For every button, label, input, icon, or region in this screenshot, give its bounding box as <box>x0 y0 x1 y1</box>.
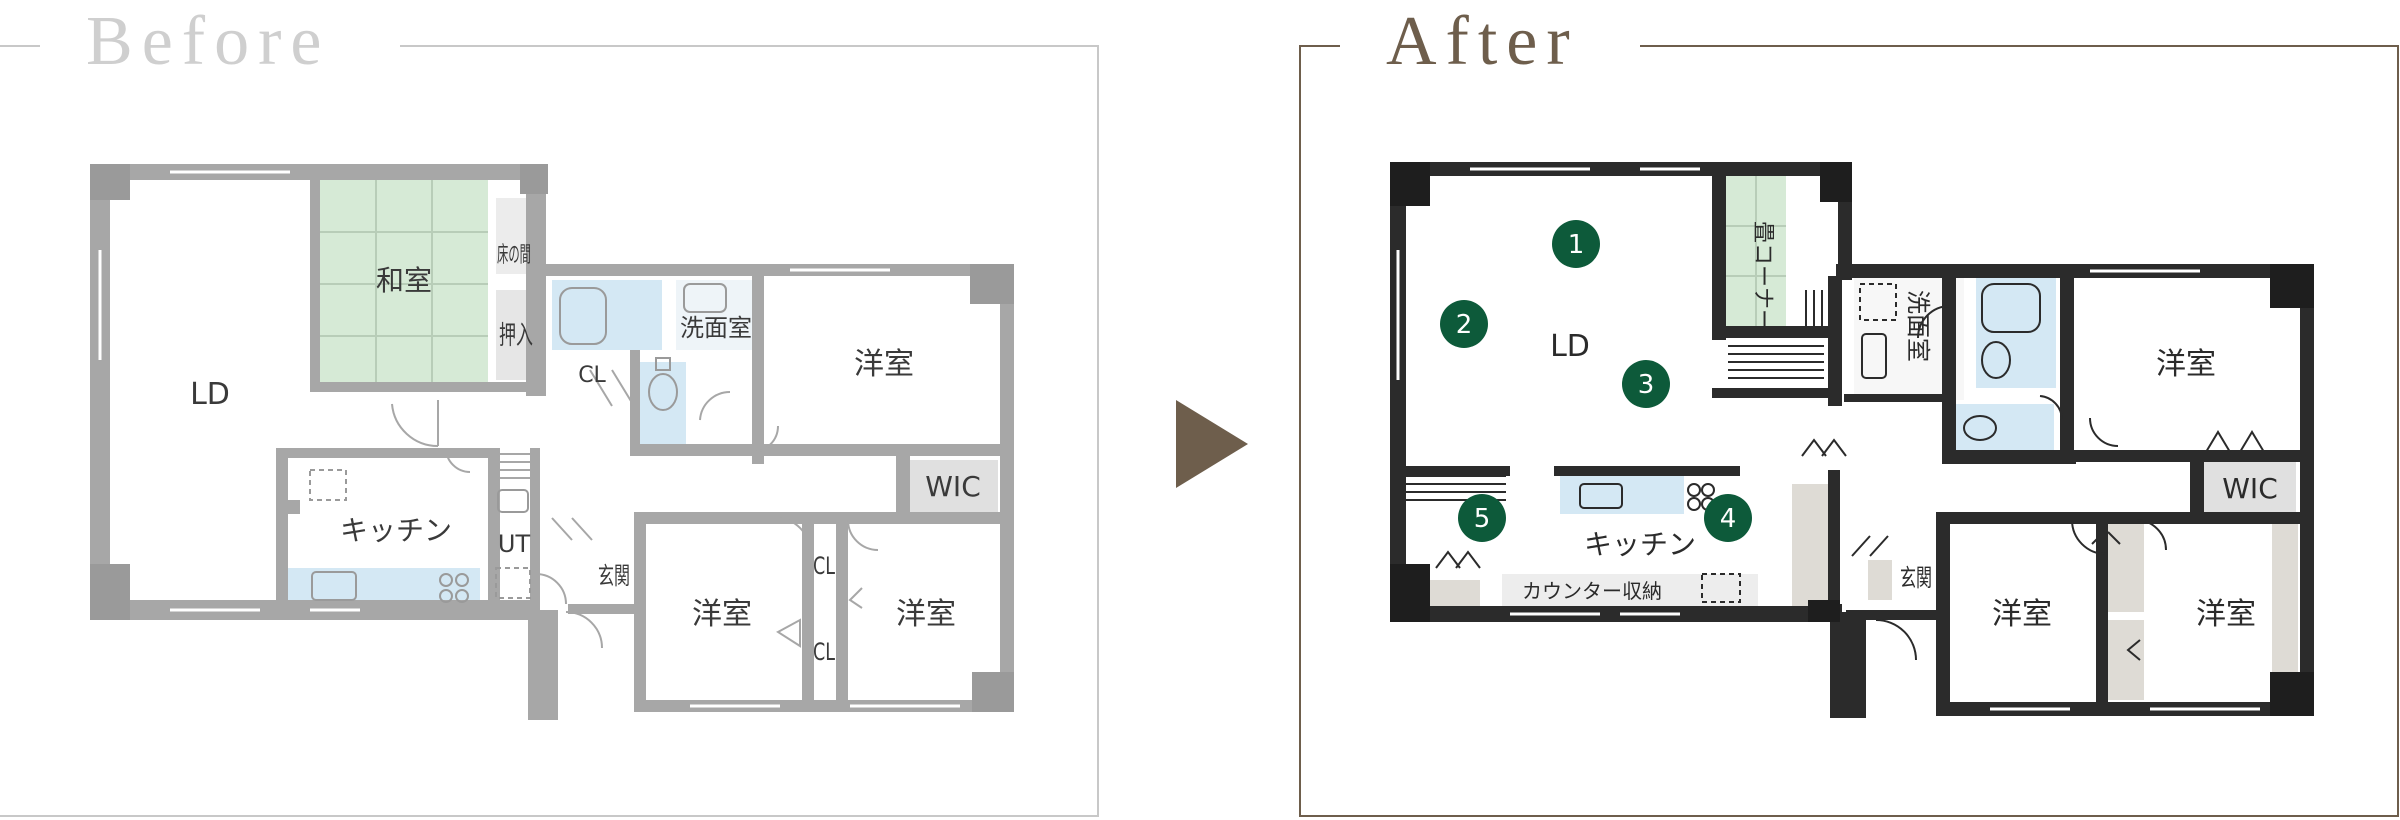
before-label-closet-a: CL <box>813 552 835 580</box>
after-walls <box>1390 162 2314 718</box>
after-label-tatami: 畳コーナー <box>1750 221 1775 331</box>
before-label-kitchen: キッチン <box>340 514 452 547</box>
after-label-senmen: 洗面室 <box>1904 290 1932 362</box>
before-title: Before <box>86 3 330 80</box>
marker-5: 5 <box>1458 494 1506 542</box>
before-label-washitsu: 和室 <box>376 264 432 297</box>
after-label-counter: カウンター収納 <box>1522 579 1662 603</box>
after-markers: 1 2 3 4 5 <box>1440 220 1752 542</box>
after-doors <box>1851 305 2167 661</box>
before-frame <box>0 45 1099 817</box>
before-label-ld: LD <box>190 377 230 412</box>
before-windows <box>98 170 960 708</box>
after-title: After <box>1386 3 1579 80</box>
after-panel: After <box>1299 3 2399 817</box>
marker-1: 1 <box>1552 220 1600 268</box>
before-doors <box>391 369 879 649</box>
before-label-senmen: 洗面室 <box>680 314 752 342</box>
before-label-oshiire: 押入 <box>499 321 533 351</box>
after-label-genkan: 玄関 <box>1900 564 1932 592</box>
before-wic-floor <box>908 460 998 512</box>
after-wic-floor <box>2204 462 2296 514</box>
after-labels: LD 畳コーナー 洗面室 洋室 WIC キッチン カウンター収納 玄関 洋室 洋… <box>1522 221 2278 632</box>
before-walls <box>90 164 1014 720</box>
after-toilet <box>1954 404 2054 452</box>
after-frame <box>1299 45 2399 817</box>
svg-text:4: 4 <box>1720 504 1737 534</box>
before-tatami-grid <box>320 180 488 390</box>
before-label-yoshitsu-mid: 洋室 <box>692 597 752 632</box>
svg-text:2: 2 <box>1456 310 1473 340</box>
before-label-closet-top: CL <box>578 363 606 388</box>
after-label-yoshitsu-ne: 洋室 <box>2156 347 2216 382</box>
before-labels: LD 和室 床の間 押入 CL 洗面室 洋室 WIC キッチン UT 玄関 洋室… <box>190 243 981 666</box>
before-label-wic: WIC <box>925 470 981 503</box>
before-label-ut: UT <box>498 530 531 558</box>
svg-text:3: 3 <box>1638 370 1655 400</box>
before-label-genkan: 玄関 <box>598 562 630 590</box>
before-senmen-floor <box>676 280 758 350</box>
after-label-kitchen: キッチン <box>1584 528 1696 561</box>
after-tatami-grid <box>1726 176 1786 326</box>
marker-3: 3 <box>1622 360 1670 408</box>
after-label-yoshitsu-se: 洋室 <box>2196 597 2256 632</box>
after-stairs <box>1406 290 1824 501</box>
before-columns <box>90 164 1014 712</box>
marker-2: 2 <box>1440 300 1488 348</box>
before-toilet <box>640 362 686 450</box>
after-windows <box>1396 167 2260 711</box>
after-label-ld: LD <box>1550 329 1590 364</box>
svg-text:1: 1 <box>1568 230 1585 260</box>
after-label-yoshitsu-sw: 洋室 <box>1992 597 2052 632</box>
svg-text:5: 5 <box>1474 504 1491 534</box>
after-columns <box>1390 162 2314 716</box>
before-label-closet-b: CL <box>813 638 835 666</box>
after-fixtures <box>1435 283 2265 603</box>
before-fixtures <box>309 283 727 603</box>
before-panel: Before <box>0 3 1099 817</box>
after-label-wic: WIC <box>2222 472 2278 505</box>
marker-4: 4 <box>1704 494 1752 542</box>
before-label-yoshitsu-se: 洋室 <box>896 597 956 632</box>
before-stairs <box>492 453 530 479</box>
transition-arrow-icon <box>1176 400 1248 488</box>
before-label-tokonoma: 床の間 <box>497 243 531 268</box>
before-label-yoshitsu-ne: 洋室 <box>854 347 914 382</box>
